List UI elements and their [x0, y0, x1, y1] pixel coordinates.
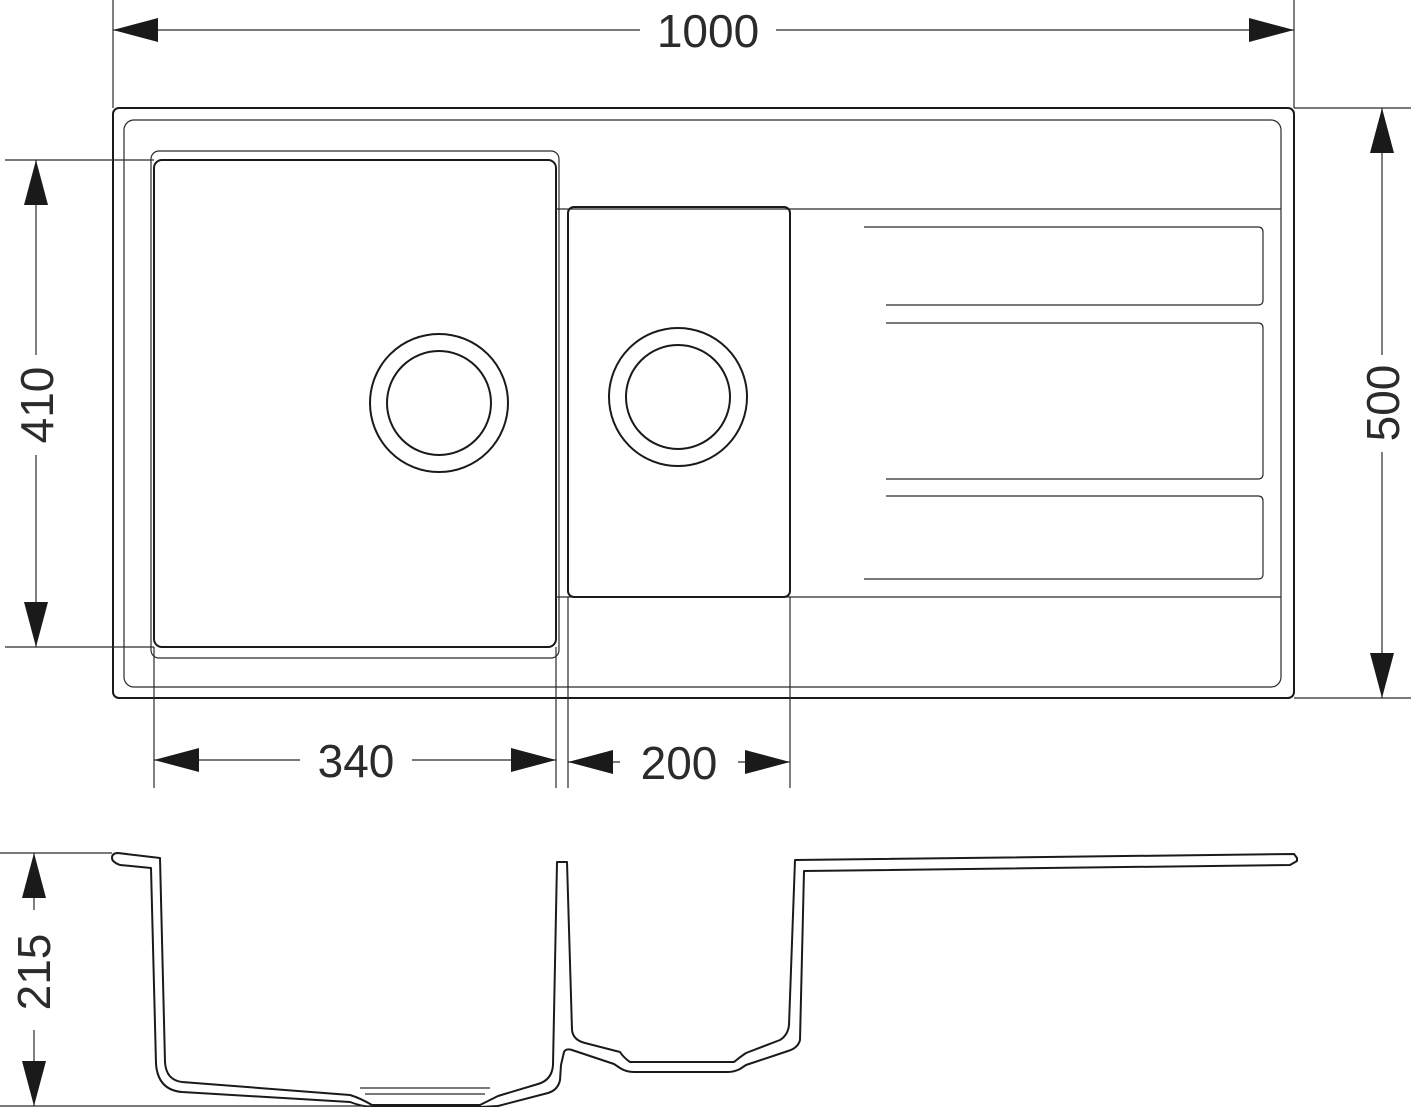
dim-overall-width-label: 1000	[657, 5, 759, 57]
main-bowl-drain-outer	[369, 333, 509, 473]
drainer-grooves	[864, 226, 1264, 580]
dimension-lines: 1000 500 410 340	[5, 0, 1411, 789]
main-bowl	[150, 150, 560, 659]
small-bowl	[556, 206, 1281, 598]
drainer-groove-1	[864, 226, 1264, 306]
sink-outer-rim	[112, 107, 1295, 699]
dim-main-bowl-width: 340	[154, 735, 556, 787]
drainer-groove-2	[886, 322, 1264, 480]
small-bowl-drain-inner	[625, 344, 731, 450]
sink-top-view	[112, 107, 1295, 699]
dim-main-bowl-width-label: 340	[318, 735, 395, 787]
sink-side-view: 215	[0, 852, 1298, 1107]
main-bowl-drain-inner	[386, 350, 492, 456]
dim-bowl-depth: 410	[11, 160, 63, 647]
small-bowl-basin	[567, 206, 791, 598]
dim-overall-depth-label: 500	[1357, 365, 1409, 442]
small-bowl-drain-outer	[608, 327, 748, 467]
drainer-groove-3	[864, 495, 1264, 580]
sink-inner-rim	[123, 119, 1282, 688]
main-bowl-lip	[150, 150, 560, 659]
dim-bowl-height-label: 215	[8, 934, 60, 1011]
dim-small-bowl-width-label: 200	[641, 737, 718, 789]
dim-overall-depth: 500	[1357, 108, 1409, 698]
dim-small-bowl-width: 200	[568, 737, 790, 789]
dim-overall-width: 1000	[113, 5, 1294, 57]
main-bowl-basin	[153, 159, 557, 648]
dim-bowl-depth-label: 410	[11, 367, 63, 444]
sink-section-profile	[111, 852, 1298, 1107]
dim-bowl-height: 215	[8, 853, 60, 1106]
